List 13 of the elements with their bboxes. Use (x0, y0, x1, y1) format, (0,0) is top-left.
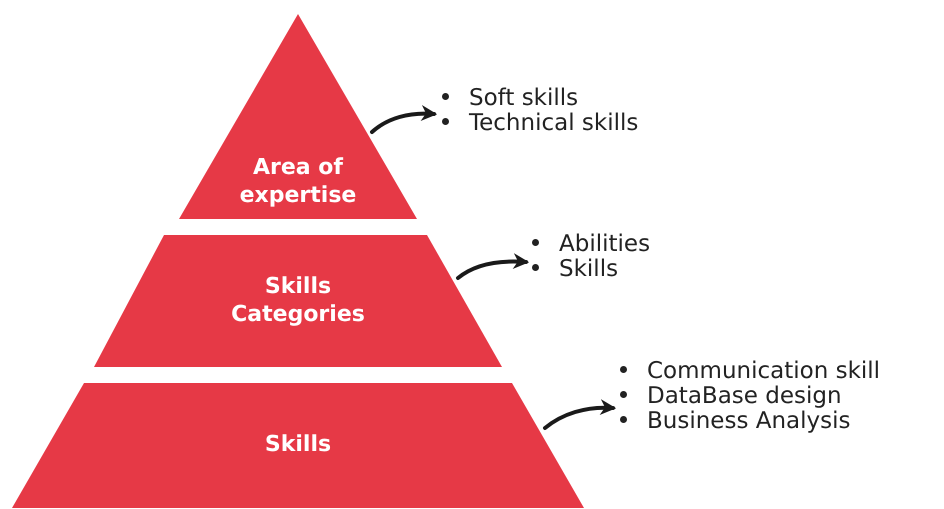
curved-arrow (543, 399, 616, 430)
tier-label: Skills Categories (230, 273, 366, 329)
bullet-item: Skills (530, 257, 690, 282)
bullet-item: Communication skill (618, 359, 944, 384)
bullet-item: Technical skills (440, 111, 700, 136)
curved-arrow (370, 105, 438, 134)
tier-label: Skills (264, 431, 332, 459)
bullet-item: DataBase design (618, 384, 944, 409)
bullet-item: Soft skills (440, 86, 700, 111)
tier-label: Area of expertise (238, 154, 358, 210)
bullet-item: Business Analysis (618, 409, 944, 434)
curved-arrow (456, 253, 530, 280)
bullet-item: Abilities (530, 232, 690, 257)
